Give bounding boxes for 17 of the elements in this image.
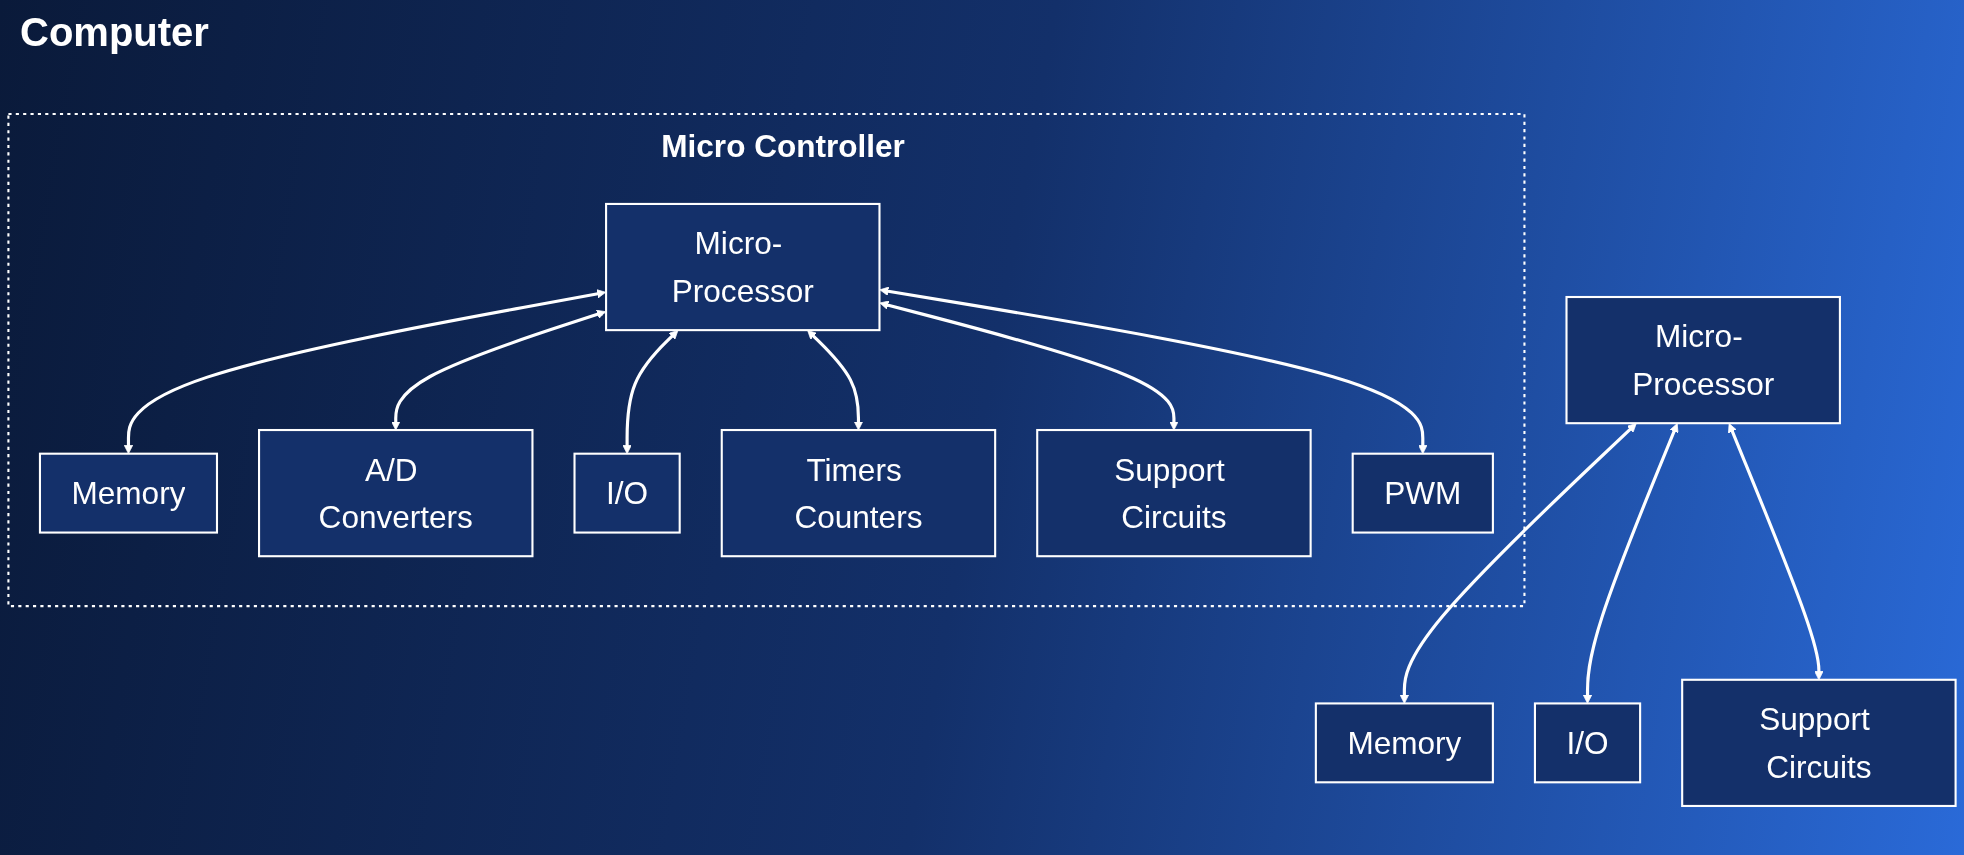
arrow [391,309,607,431]
arrow [807,330,864,431]
node-box: I/O [1533,702,1642,784]
arrow [879,300,1179,431]
node-box: Support Circuits [1036,428,1312,558]
node-box: A/D Converters [258,428,534,558]
node-box: PWM [1351,452,1494,534]
arrow [1399,423,1637,704]
node-box: Support Circuits [1681,678,1957,807]
node-box: Memory [38,452,219,534]
arrow [1582,423,1679,704]
node-box: Micro- Processor [605,202,881,332]
node-box: I/O [573,452,681,534]
section-heading: Computer [20,10,209,55]
node-box: Memory [1314,702,1494,784]
node-box: Micro- Processor [1565,295,1841,425]
node-box: Timers Counters [720,428,997,558]
